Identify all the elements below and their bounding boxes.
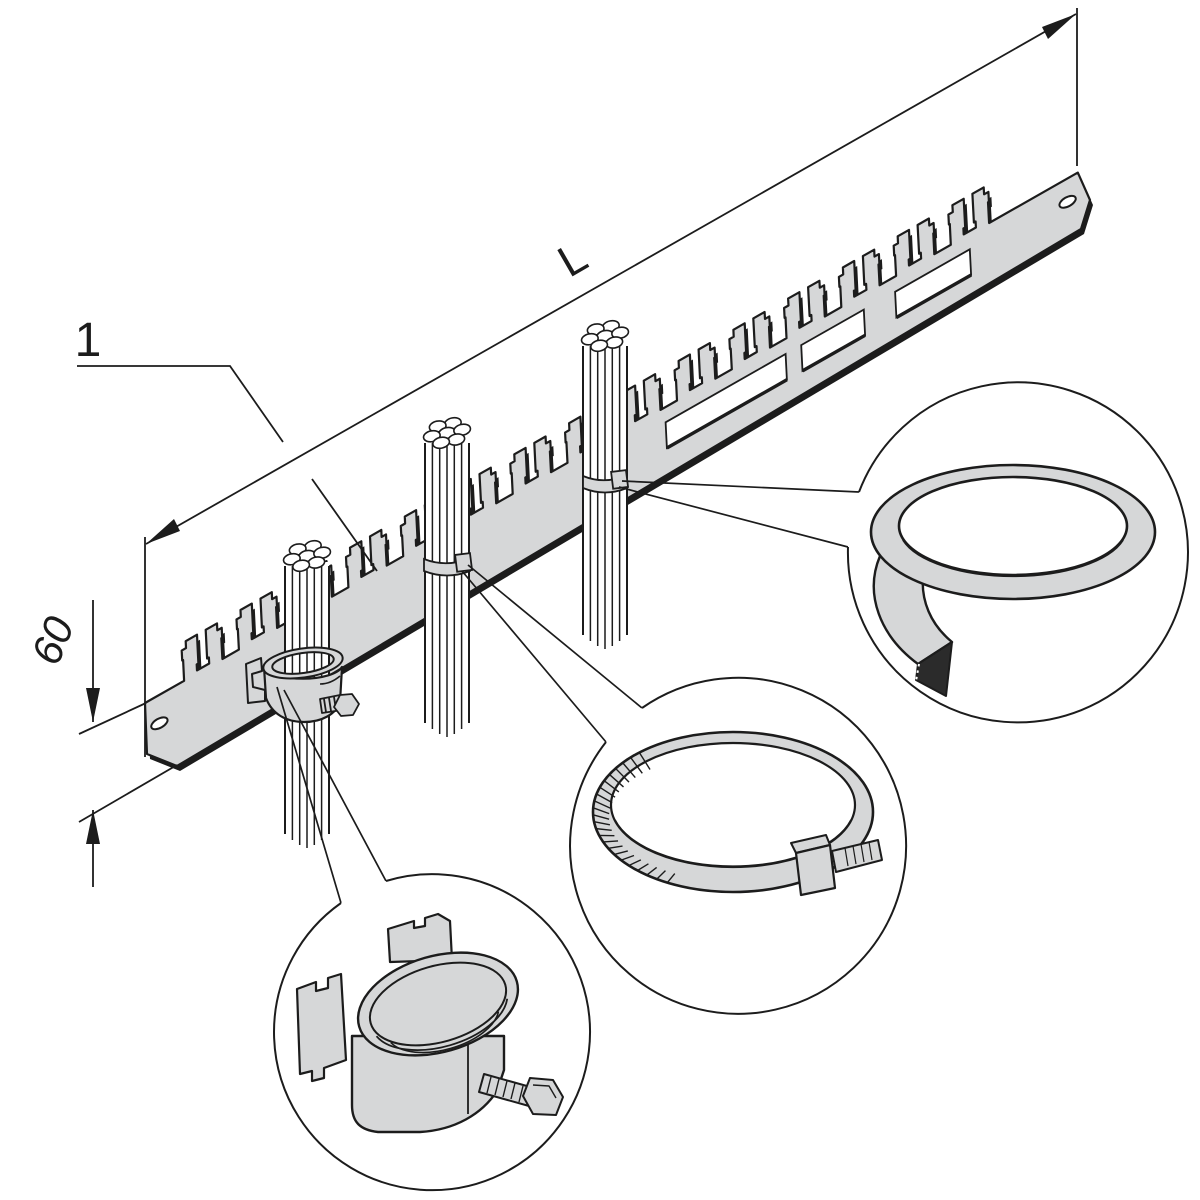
cable-tie-buckle-2 <box>454 552 474 573</box>
clamp-bore <box>356 951 520 1057</box>
leader-cable-tie <box>461 564 643 743</box>
tie-rib <box>595 827 612 832</box>
tie-rib <box>594 800 611 809</box>
leader-clamp <box>276 686 387 904</box>
rail-slot-window <box>664 352 788 450</box>
tie-head-front <box>794 843 837 897</box>
tie-rib <box>615 767 630 783</box>
tie-rib <box>637 863 649 872</box>
tie-tail-ribs <box>844 841 873 867</box>
callout-hook-and-loop-strap <box>846 381 1189 724</box>
tie-rib <box>628 859 642 867</box>
tie-rib <box>630 757 643 774</box>
tie-rib <box>592 807 610 815</box>
strap-ring-inner <box>897 475 1129 577</box>
screw-hex-head-detail <box>522 1077 564 1116</box>
cable-bundle-2 <box>422 416 472 737</box>
bundle-end-cluster <box>580 319 630 353</box>
bore-wall-arc1 <box>375 998 509 1051</box>
clamp-left-flange-detail <box>295 972 348 1083</box>
dimension-line <box>145 13 1077 545</box>
strap-stitch-dots <box>915 663 920 682</box>
strap-inner-wall <box>902 539 1124 578</box>
tie-ribs <box>592 752 676 884</box>
conductor-end <box>292 559 311 573</box>
tie-inner-wall <box>614 819 852 868</box>
rail-slot-window-thickness <box>801 333 866 373</box>
arrowhead-down <box>86 688 100 722</box>
tie-rib <box>593 821 611 826</box>
cable-tie-buckle-3 <box>610 469 630 490</box>
tie-rib <box>614 850 629 856</box>
clamp-left-flange <box>245 657 266 704</box>
clamp-screw <box>319 693 360 717</box>
clamp-rim <box>262 646 344 680</box>
callout-saddle-clamp <box>273 873 592 1192</box>
strap-hook-patch <box>915 641 953 697</box>
rail-mounting-hole <box>1058 194 1077 209</box>
item-number: 1 <box>75 314 102 367</box>
tie-rib <box>620 854 635 861</box>
tie-rib <box>656 870 666 880</box>
tie-bands <box>423 469 630 577</box>
tie-rib <box>622 762 636 779</box>
clamp-back-flange <box>386 912 454 964</box>
arrowhead-left <box>146 519 180 544</box>
bore-rim-inner <box>368 961 508 1047</box>
tie-rib <box>666 873 676 884</box>
tie-rib <box>608 845 623 850</box>
saddle-clamp-icon <box>295 912 564 1134</box>
tie-rib <box>608 773 624 788</box>
tie-rib <box>603 780 620 793</box>
screw-hex-head <box>333 693 360 717</box>
tie-rib <box>599 786 616 798</box>
item-callout-1: 1 <box>75 314 378 572</box>
rail-slot-window <box>800 308 867 373</box>
rail-slot-window-thickness <box>895 273 972 319</box>
rail-slot-window-thickness <box>666 378 788 450</box>
tie-rib <box>596 793 613 804</box>
callout-cable-tie <box>569 676 908 1015</box>
cable-bundle-3 <box>580 319 630 649</box>
velcro-strap-icon <box>869 463 1157 697</box>
extension-tick-bottom <box>78 764 178 823</box>
tie-rib <box>646 866 658 876</box>
rail-mounting-hole <box>150 716 169 731</box>
arrowhead-up <box>86 810 100 844</box>
tie-rib <box>592 814 610 820</box>
extension-tick-top <box>78 702 147 735</box>
item-leader-line <box>77 365 378 572</box>
bundle-end-cluster <box>282 539 332 573</box>
length-label: L <box>550 232 596 287</box>
cable-tie-icon <box>591 730 883 897</box>
dimension-length: L <box>144 8 1078 757</box>
tie-rib <box>603 840 619 843</box>
callout-leader-lines <box>276 480 860 904</box>
conductor-end <box>432 436 451 450</box>
leader-velcro <box>618 480 860 548</box>
arrowhead-right <box>1042 14 1076 39</box>
width-label: 60 <box>22 610 83 672</box>
clamp-seam <box>319 675 341 685</box>
tie-rib <box>638 752 651 770</box>
bore-wall-arc2 <box>390 1011 500 1054</box>
conductor-end <box>590 339 609 353</box>
clamp-screw-detail <box>478 1073 564 1116</box>
bundle-end-cluster <box>422 416 472 450</box>
